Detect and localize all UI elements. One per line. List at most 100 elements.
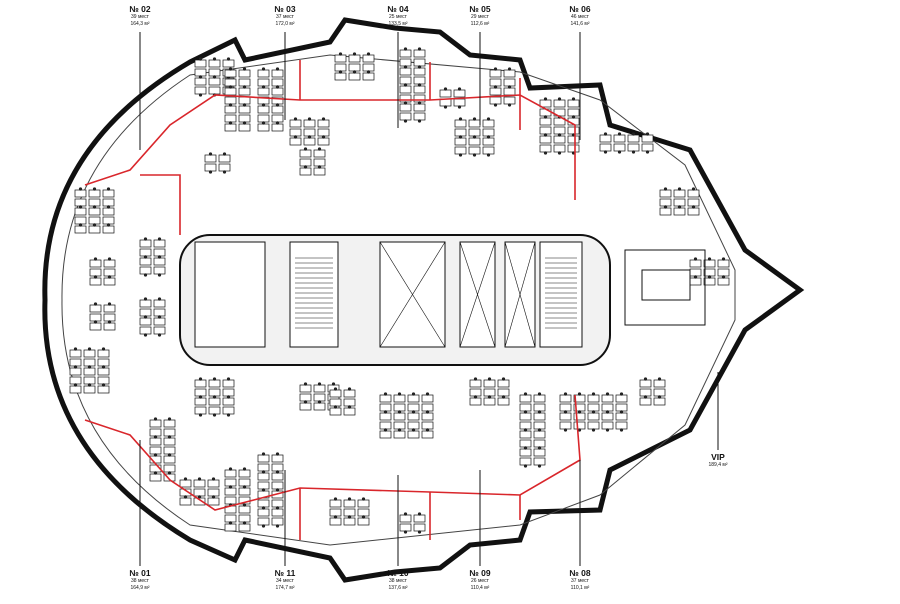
chair (261, 85, 266, 89)
chair (411, 392, 416, 396)
chair (631, 132, 636, 136)
desk (238, 487, 251, 496)
chair (721, 257, 726, 261)
chair (472, 135, 477, 139)
chair (537, 392, 542, 396)
chair (317, 147, 322, 151)
chair (619, 410, 624, 414)
chair (73, 383, 78, 387)
office-area: 189,4 м² (708, 462, 728, 468)
chair (93, 320, 98, 324)
desk (313, 384, 326, 393)
desk (153, 308, 166, 317)
chair (228, 467, 233, 471)
desk (599, 143, 612, 152)
desk (468, 119, 481, 128)
desk (348, 54, 361, 63)
desk (88, 198, 101, 207)
desk (469, 388, 482, 397)
desk (207, 479, 220, 488)
office-area: 164,9 м² (130, 585, 150, 591)
desk (139, 317, 152, 326)
chair (493, 67, 498, 71)
chair (347, 387, 352, 391)
desk (207, 488, 220, 497)
desk (153, 239, 166, 248)
chair (198, 75, 203, 79)
chair (321, 135, 326, 139)
desk (329, 499, 342, 508)
desk (289, 128, 302, 137)
desk (357, 508, 370, 517)
chair (493, 85, 498, 89)
desk (74, 198, 87, 207)
chair (197, 495, 202, 499)
chair (307, 135, 312, 139)
desk (204, 163, 217, 172)
chair (721, 275, 726, 279)
chair (317, 400, 322, 404)
desk (587, 421, 600, 430)
office-number: № 01 (129, 568, 151, 578)
desk (407, 403, 420, 412)
chair (198, 413, 203, 417)
chair (92, 223, 97, 227)
desk (69, 349, 82, 358)
desk (224, 87, 237, 96)
chair (472, 153, 477, 157)
chair (523, 428, 528, 432)
desk (687, 207, 700, 216)
desk (204, 154, 217, 163)
desk (553, 126, 566, 135)
desk (224, 478, 237, 487)
desk (362, 63, 375, 72)
chair (93, 302, 98, 306)
office-area: 133,5 м² (388, 21, 408, 27)
desk (567, 108, 580, 117)
office-partitions (84, 60, 581, 540)
chair (226, 395, 231, 399)
desk (413, 103, 426, 112)
chair (275, 121, 280, 125)
chair (143, 273, 148, 277)
chair (366, 70, 371, 74)
desk (193, 488, 206, 497)
chair (333, 497, 338, 501)
desk (413, 67, 426, 76)
desk (163, 437, 176, 446)
desk (139, 299, 152, 308)
chair (228, 121, 233, 125)
chair (261, 488, 266, 492)
chair (631, 150, 636, 154)
chair (571, 97, 576, 101)
chair (167, 471, 172, 475)
desk (271, 508, 284, 517)
desk (334, 63, 347, 72)
desk (469, 379, 482, 388)
desk (503, 87, 516, 96)
desk (613, 143, 626, 152)
chair (92, 205, 97, 209)
desk (539, 126, 552, 135)
desk (238, 96, 251, 105)
chair (157, 237, 162, 241)
desk (271, 472, 284, 481)
desk (257, 454, 270, 463)
chair (228, 67, 233, 71)
chair (619, 428, 624, 432)
chair (458, 117, 463, 121)
chair (605, 410, 610, 414)
chair (397, 410, 402, 414)
chair (663, 187, 668, 191)
desk (194, 77, 207, 86)
desk (393, 412, 406, 421)
desk (222, 397, 235, 406)
desk (139, 326, 152, 335)
chair (417, 83, 422, 87)
desk (503, 69, 516, 78)
desk (567, 126, 580, 135)
desk (153, 326, 166, 335)
chair (403, 83, 408, 87)
